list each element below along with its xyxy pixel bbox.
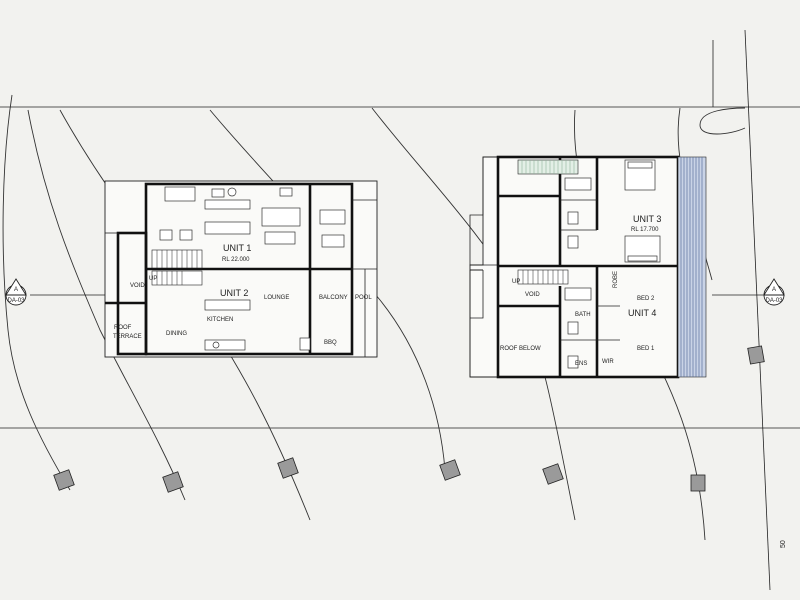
- boundary-markers: [53, 345, 765, 493]
- dining-label: DINING: [166, 331, 187, 337]
- bed-2-label: BED 2: [637, 296, 655, 302]
- unit-4-label: UNIT 4: [628, 308, 656, 318]
- pool-label: POOL: [355, 295, 372, 301]
- section-marker-right: A DA-03: [763, 278, 785, 306]
- east-building: UNIT 3 RL 17.700 UNIT 4 VOID UP ROBE BED…: [469, 155, 707, 379]
- bathroom-fixtures: [564, 177, 592, 369]
- wir-label: WIR: [602, 359, 614, 365]
- robe-label: ROBE: [613, 271, 619, 288]
- ens-label: ENS: [575, 361, 587, 367]
- stair-up-label-west: UP: [149, 276, 157, 282]
- balcony-label: BALCONY: [319, 295, 348, 301]
- west-building: UNIT 1 RL 22.000 UNIT 2 VOID UP LOUNGE B…: [104, 180, 378, 358]
- roof-terrace-label-line-1: ROOF: [114, 325, 132, 331]
- terrace-strip: [677, 156, 707, 378]
- beds: [624, 159, 661, 263]
- bbq-label: BBQ: [324, 340, 337, 346]
- unit-2-label: UNIT 2: [220, 288, 248, 298]
- stair-east: [517, 159, 579, 285]
- section-marker-left-sheet: DA-03: [7, 298, 25, 304]
- unit-1-level: RL 22.000: [222, 257, 250, 263]
- lounge-label: LOUNGE: [264, 295, 289, 301]
- unit-3-label: UNIT 3: [633, 214, 661, 224]
- kitchen-label: KITCHEN: [207, 317, 233, 323]
- bath-label: BATH: [575, 312, 591, 318]
- section-marker-right-sheet: DA-03: [765, 298, 783, 304]
- section-marker-left-letter: A: [14, 287, 18, 293]
- furniture-unit-1: [159, 186, 346, 248]
- site-boundary: [0, 29, 800, 591]
- section-marker-right-letter: A: [772, 287, 776, 293]
- section-marker-left: A DA-03: [5, 278, 27, 306]
- void-label-east: VOID: [525, 292, 540, 298]
- roof-terrace-label-line-2: TERRACE: [113, 334, 142, 340]
- void-label-west: VOID: [130, 283, 145, 289]
- roof-below-label: ROOF BELOW: [500, 346, 541, 352]
- stair-west: [151, 249, 203, 286]
- stair-up-label-east: UP: [512, 279, 520, 285]
- margin-number: 50: [780, 540, 787, 548]
- bed-1-label: BED 1: [637, 346, 655, 352]
- furniture-unit-2: [204, 299, 311, 351]
- unit-1-label: UNIT 1: [223, 243, 251, 253]
- unit-3-level: RL 17.700: [631, 227, 659, 233]
